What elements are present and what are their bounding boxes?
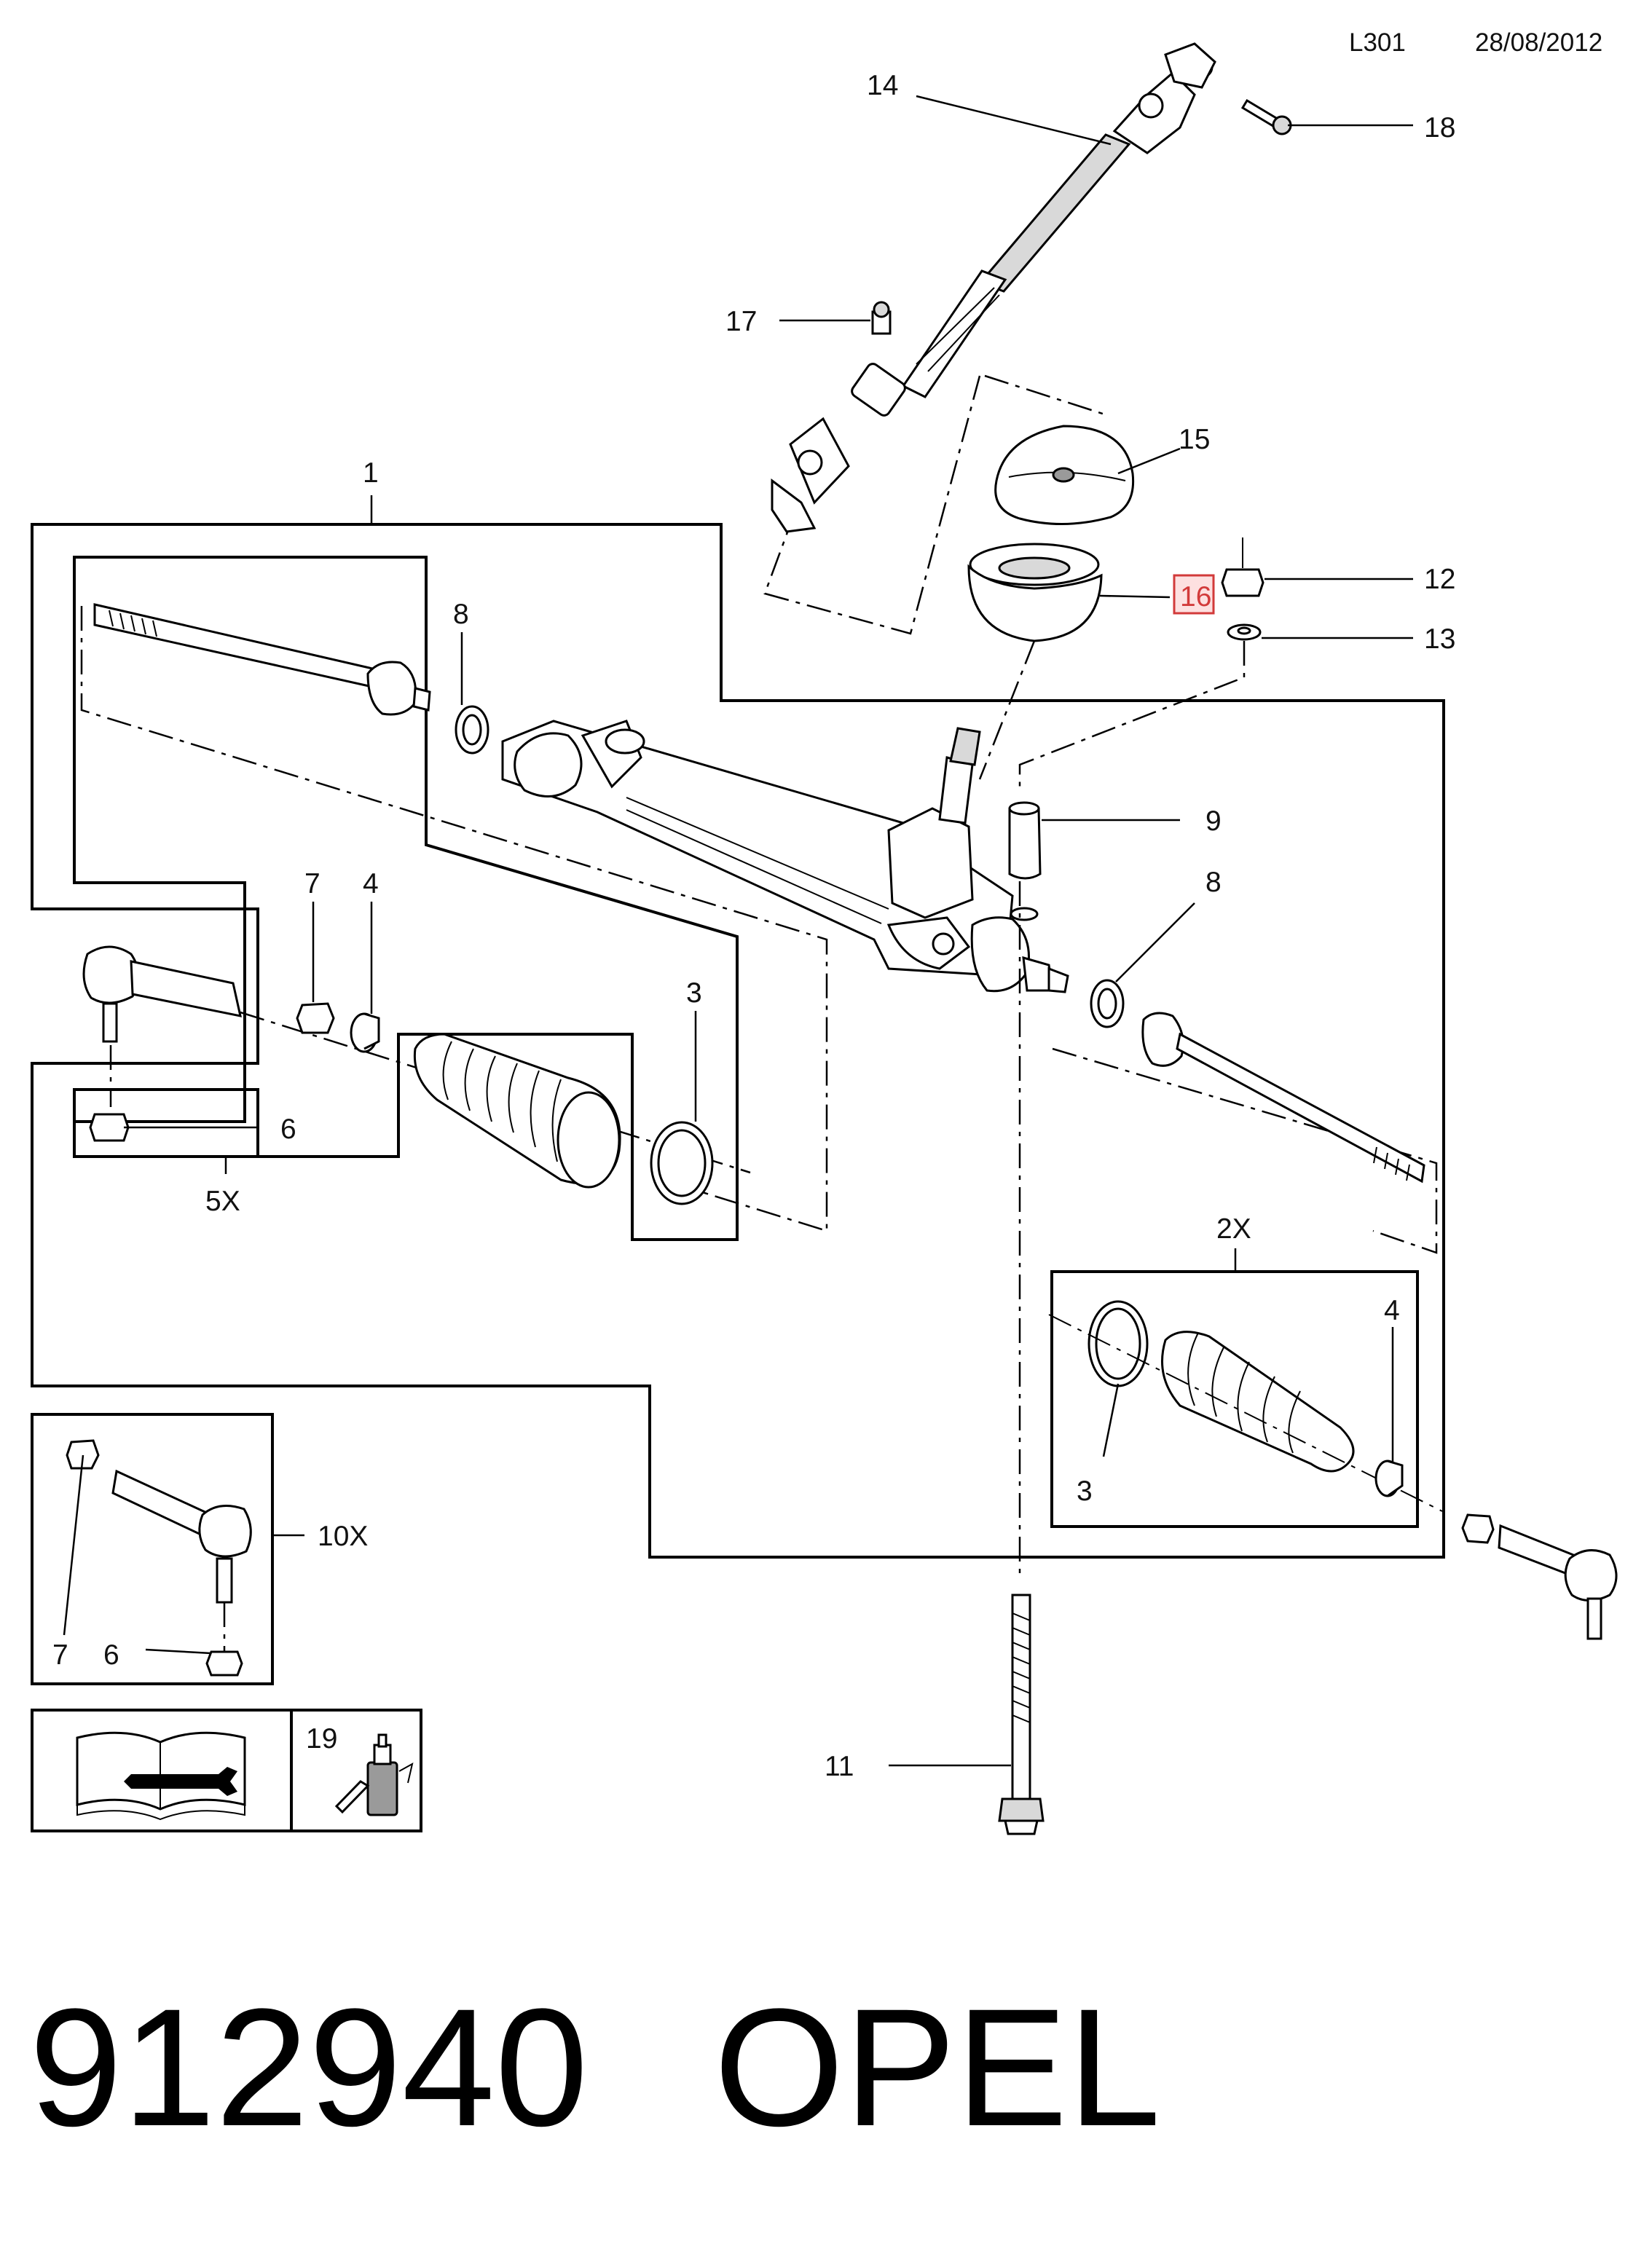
rack-seal (967, 543, 1103, 780)
left-inner-tie-rod (80, 603, 828, 1232)
callout-9: 9 (1205, 806, 1222, 837)
steering-boot-cover (984, 374, 1135, 525)
clip-4-left (350, 1012, 380, 1053)
steering-rack-housing (501, 720, 1069, 993)
adhesive-bottle-icon (334, 1733, 414, 1816)
left-steering-boot (413, 1033, 621, 1189)
callout-11: 11 (825, 1751, 854, 1782)
callout-3-right: 3 (1077, 1476, 1093, 1507)
right-tie-rod-end (1461, 1513, 1618, 1640)
assembly-frame-1 (31, 523, 1445, 1559)
diagram-code: L301 (1349, 28, 1406, 57)
callout-2x: 2X (1216, 1213, 1251, 1245)
bush-9 (1008, 801, 1042, 1580)
callout-1: 1 (363, 457, 379, 489)
callout-5x: 5X (205, 1186, 240, 1217)
boot-kit-frame-5x (73, 1088, 259, 1158)
callout-15: 15 (1179, 424, 1210, 455)
leader-lines (63, 95, 1413, 1767)
callout-4-left: 4 (363, 868, 379, 899)
boot-clamp-3-right (1087, 1300, 1149, 1387)
right-inner-tie-rod (1052, 1012, 1438, 1254)
part-number: 912940 (29, 1974, 589, 2161)
nut-12 (1221, 537, 1264, 597)
boot-clamp-3-left (650, 1121, 714, 1205)
callout-8-right: 8 (1205, 867, 1222, 898)
callout-19: 19 (306, 1723, 337, 1754)
tie-rod-end-frame-10x (31, 1413, 274, 1685)
adhesive-icon-box (290, 1709, 422, 1832)
bolt-18 (1240, 98, 1292, 135)
nut-7-left (296, 1002, 335, 1034)
callout-16-highlight (1173, 574, 1215, 615)
callout-17: 17 (725, 306, 757, 337)
brand-name: OPEL (714, 1974, 1161, 2161)
callout-18: 18 (1424, 112, 1455, 143)
washer-13 (1018, 623, 1262, 787)
callout-13: 13 (1424, 623, 1455, 655)
callout-7-left: 7 (304, 868, 320, 899)
callout-4-right: 4 (1384, 1295, 1400, 1326)
callout-8-left: 8 (453, 599, 469, 630)
callout-16: 16 (1180, 581, 1211, 613)
lock-ring-8-right (1090, 979, 1125, 1028)
callout-10x: 10X (318, 1521, 368, 1552)
bolt-11 (998, 1594, 1045, 1835)
callout-6-10x: 6 (103, 1639, 119, 1671)
callout-3-left: 3 (686, 977, 702, 1009)
callout-6-left: 6 (280, 1114, 296, 1145)
lock-ring-8-left (455, 705, 489, 755)
callout-7-10x: 7 (52, 1639, 68, 1671)
service-manual-icon (76, 1731, 246, 1821)
diagram-date: 28/08/2012 (1475, 28, 1602, 57)
bolt-17 (871, 301, 892, 335)
nut-6-left (89, 1113, 130, 1142)
callout-14: 14 (867, 70, 898, 101)
clip-4-right (1374, 1460, 1404, 1497)
callout-12: 12 (1424, 564, 1455, 595)
rack-group-frame (73, 556, 739, 1241)
tie-rod-end-10x (66, 1439, 252, 1677)
steering-shaft-assembly (763, 42, 1216, 635)
